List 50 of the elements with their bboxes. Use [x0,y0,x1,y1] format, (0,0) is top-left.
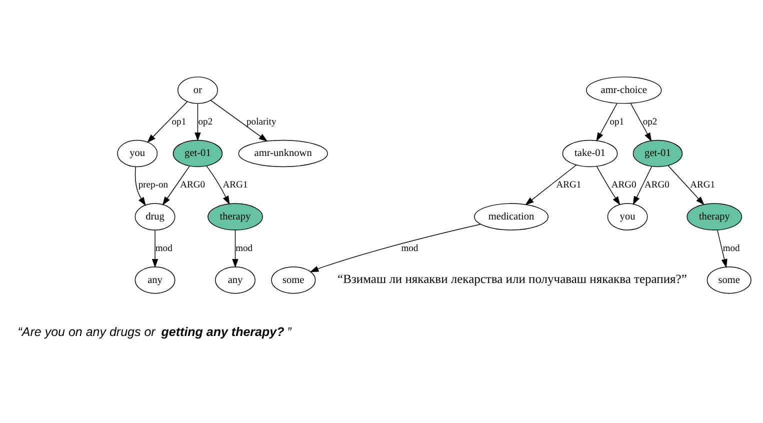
node-ellipse: you [607,202,648,230]
node-ellipse: any [134,266,176,294]
arrow [596,102,618,141]
node-ellipse: therapy [208,202,263,230]
arrow [146,100,188,142]
node-ellipse: medication [474,202,548,230]
arrow [194,102,201,141]
edge-label: ARG0 [180,179,206,190]
arrow [134,166,146,206]
edge-label: mod [155,242,172,254]
edge-label: op2 [642,116,658,127]
label: “Are you on any drugs or getting any therapy?” [18,324,292,339]
edge-label: ARG1 [556,179,582,190]
arrow [162,165,190,205]
edge-label: op2 [198,116,213,127]
node-ellipse: amr-choice [586,76,662,104]
node-ellipse: some [706,266,752,294]
arrow [630,102,652,142]
arrow [596,165,620,205]
node-ellipse: take-01 [562,139,618,167]
edge-label: prep-on [138,179,168,190]
node-ellipse: therapy [686,202,742,230]
node-ellipse: you [117,139,158,167]
edge-label: ARG1 [222,179,248,190]
node-ellipse: or [177,76,218,104]
arrow [632,166,652,205]
node-ellipse: some [271,266,316,294]
edge-label: op1 [610,116,624,127]
arrow [717,229,728,268]
arrow [668,164,704,205]
edge-label: op1 [172,116,186,127]
arrow [232,229,238,268]
edge-label: polarity [246,116,276,127]
arrow [310,223,482,272]
edge-label: ARG1 [690,179,716,190]
edge-label: mod [401,242,418,254]
edge-label: mod [722,242,740,254]
arrow [210,99,268,142]
node-ellipse: any [215,266,256,294]
edge-label: ARG0 [611,179,636,190]
arrow [152,229,158,268]
arrow [206,165,230,204]
node-ellipse: drug [134,202,176,230]
edge-label: ARG0 [644,179,670,190]
edge-label: mod [236,242,253,254]
arrow [525,164,577,205]
node-ellipse: get-01 [632,139,683,167]
label: “Взимаш ли някакви лекарства или получаваш някаква терапия?” [338,272,687,286]
node-ellipse: amr-unknown [238,139,328,167]
node-ellipse: get-01 [172,139,223,167]
